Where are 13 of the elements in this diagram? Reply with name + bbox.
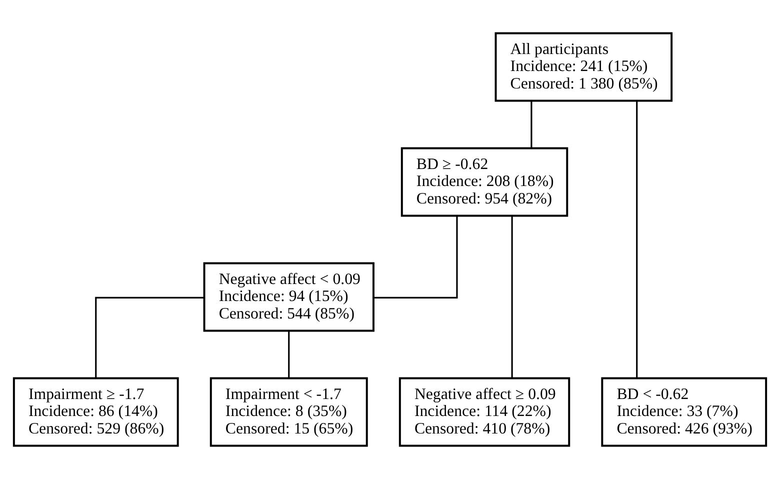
node-box: BD ≥ -0.62 Incidence: 208 (18%) Censored: 954 (82%): [400, 146, 568, 216]
node-box: BD < -0.62 Incidence: 33 (7%) Censored: 426 (93%): [601, 376, 768, 446]
node-box: Impairment ≥ -1.7 Incidence: 86 (14%) Censored: 529 (86%): [12, 376, 179, 446]
connector: [511, 215, 513, 378]
connector: [95, 296, 204, 378]
connector: [374, 216, 458, 298]
node-box: All participants Incidence: 241 (15%) Censored: 1 380 (85%): [494, 32, 673, 102]
node-box: Impairment < -1.7 Incidence: 8 (35%) Censored: 15 (65%): [210, 376, 368, 446]
connector: [636, 100, 638, 378]
node-box: Negative affect < 0.09 Incidence: 94 (15%) Censored: 544 (85%): [203, 262, 374, 332]
connector: [288, 330, 290, 378]
connector: [530, 100, 532, 148]
node-box: Negative affect ≥ 0.09 Incidence: 114 (22%) Censored: 410 (78%): [398, 376, 570, 446]
